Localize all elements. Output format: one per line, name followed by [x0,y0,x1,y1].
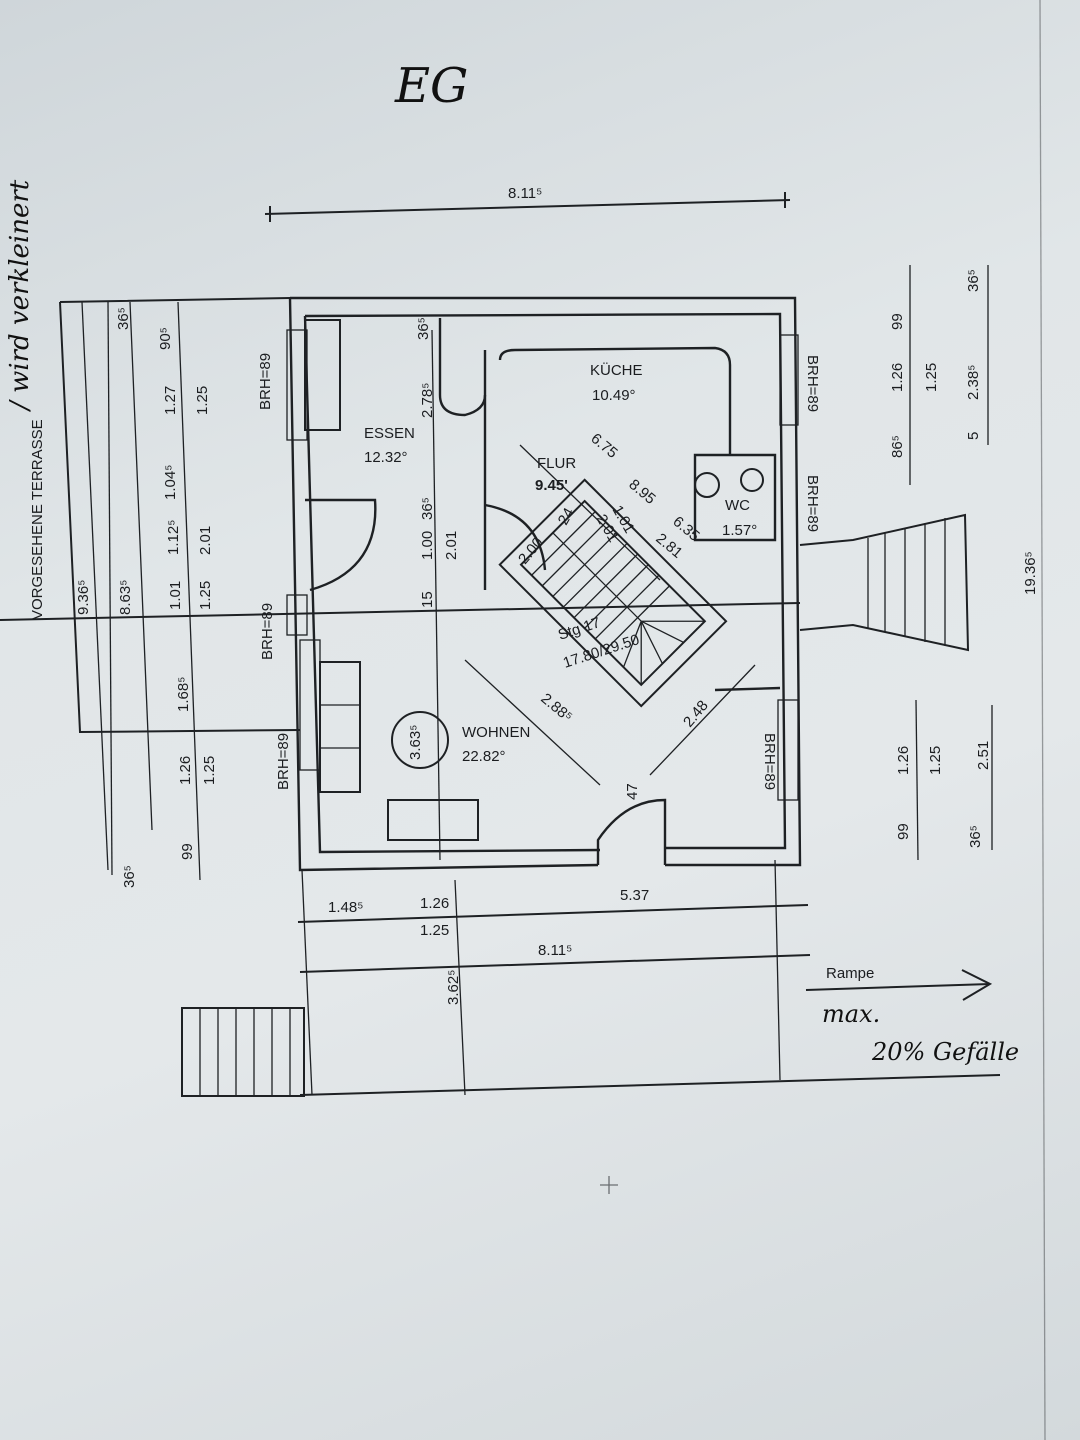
dim: 8.95 [625,476,658,508]
dim: 24 [555,505,578,528]
dim: 90⁵ [157,327,174,350]
room-wc-area: 1.57° [722,522,757,539]
dim: 1.26 [420,895,449,912]
ramp-label: Rampe [826,965,874,982]
terrace-label: VORGESEHENE TERRASSE [29,419,46,620]
dim: 36⁵ [415,317,432,340]
window-sill-label: BRH=89 [804,355,821,412]
dim: 86⁵ [889,435,906,458]
dim: 15 [419,591,436,608]
dim: 1.68⁵ [175,677,192,712]
dim: 1.26 [895,746,912,775]
dim: 1.12⁵ [165,520,182,555]
dim: 2.01 [197,526,214,555]
entrance-steps [799,513,970,652]
window-sill-label: BRH=89 [804,475,821,532]
dim: 1.26 [177,756,194,785]
dim: 2.78⁵ [419,383,436,418]
sink-icon [740,468,764,492]
ramp-note-max: max. [822,1000,880,1028]
screen-edge [1039,0,1046,1440]
dim: 36⁵ [419,497,436,520]
window-sill-label: BRH=89 [259,603,276,660]
dim: 6.75 [587,430,620,462]
toilet-icon [694,472,720,498]
dim: 36⁵ [967,825,984,848]
ramp-arrow-icon [805,983,991,991]
dim-right-total: 19.36⁵ [1022,551,1039,595]
bottom-dimensions: 1.48⁵ 1.26 1.25 5.37 8.11⁵ 3.62⁵ [297,859,1001,1096]
dim: 1.48⁵ [328,899,363,916]
dim: 1.00 [419,531,436,560]
dim: 47 [624,783,641,800]
garden-steps [181,1007,305,1097]
window-sill-label: BRH=89 [761,733,778,790]
room-essen-area: 12.32° [364,449,408,466]
terrace-handwritten-note: / wird verkleinert [5,179,35,413]
dim: 2.48 [680,697,712,730]
furniture [304,319,479,841]
dim: 3.63⁵ [407,725,424,760]
dim: 1.01 [167,581,184,610]
dim: 5.37 [620,887,649,904]
room-kueche-area: 10.49° [592,387,636,404]
dim: 1.26 [889,363,906,392]
room-kueche-name: KÜCHE [590,361,643,379]
interior-walls [305,318,781,865]
section-line [0,602,801,621]
dim: 2.38⁵ [965,365,982,400]
dim: 1.04⁵ [162,465,179,500]
dim-bottom-total: 8.11⁵ [538,942,572,959]
top-dimension: 8.11⁵ [264,185,791,222]
right-dimensions: 99 1.26 1.25 86⁵ 36⁵ 2.38⁵ 5 19.36⁵ 1.26… [889,265,1039,861]
dim: 1.27 [162,386,179,415]
staircase [498,478,728,708]
dim: 99 [889,313,906,330]
dim-top-total: 8.11⁵ [508,185,542,202]
room-flur-area: 9.45' [535,477,568,494]
dim: 2.51 [975,741,992,770]
dim: 1.25 [194,386,211,415]
dim: 1.25 [420,922,449,939]
dim: 36⁵ [121,865,138,888]
left-dimensions: 9.36⁵ 8.63⁵ 36⁵ 90⁵ 1.27 1.25 1.04⁵ 1.12… [75,307,218,888]
dim: 36⁵ [115,307,132,330]
room-wohnen-area: 22.82° [462,748,506,765]
dim: 5 [965,432,982,440]
inner-dimensions: 2.78⁵ 36⁵ 1.00 2.01 15 36⁵ 3.63⁵ 6.75 8.… [407,317,756,861]
dim: 1.25 [197,581,214,610]
dim: 2.88⁵ [537,690,575,726]
room-essen-name: ESSEN [364,425,415,442]
dim: 36⁵ [965,269,982,292]
crosshair-cursor-icon [600,1176,618,1194]
ramp-annotation: Rampe max. 20% Gefälle [805,965,1019,1066]
window-sill-label: BRH=89 [257,353,274,410]
dim: 2.01 [443,531,460,560]
dim: 99 [179,843,196,860]
terrace: VORGESEHENE TERRASSE / wird verkleinert [5,179,301,881]
dim-left-outer: 9.36⁵ [75,580,92,615]
ramp-note-slope: 20% Gefälle [871,1038,1019,1066]
dim-bottom-depth: 3.62⁵ [445,970,462,1005]
dim: 99 [895,823,912,840]
room-wc-name: WC [725,497,750,514]
dim-left-second: 8.63⁵ [117,580,134,615]
dim: 1.25 [201,756,218,785]
window-sill-label: BRH=89 [275,733,292,790]
dim: 1.25 [923,363,940,392]
room-flur-name: FLUR [537,455,576,472]
room-wohnen-name: WOHNEN [462,724,530,741]
dim: 1.25 [927,746,944,775]
floor-label: EG [394,58,468,114]
